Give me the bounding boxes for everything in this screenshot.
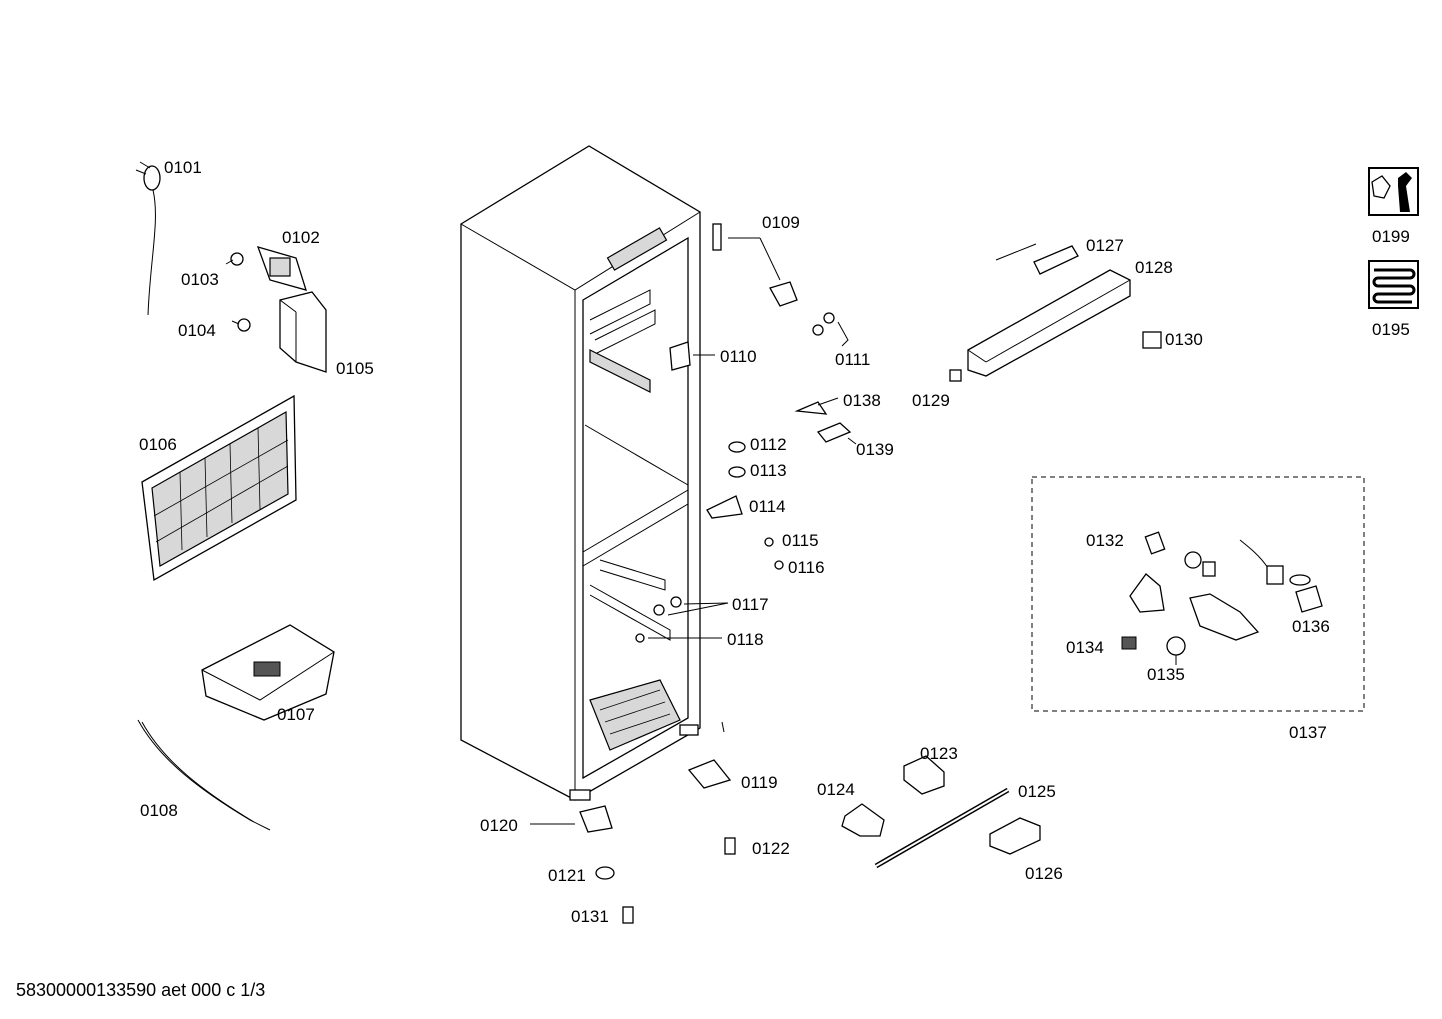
document-reference-footer: 58300000133590 aet 000 c 1/3: [16, 980, 266, 1000]
part-0120-foot-bracket: [530, 805, 613, 833]
part-0111-screws: [812, 312, 849, 347]
label-0122: 0122: [752, 839, 790, 858]
part-0108-cable-harness: [137, 719, 271, 831]
label-0135: 0135: [1147, 665, 1185, 684]
label-0123: 0123: [920, 744, 958, 763]
part-0112-washer: [728, 441, 746, 453]
part-0139-holder: [816, 422, 857, 445]
label-0113: 0113: [750, 461, 787, 480]
part-0119-foot-bracket: [687, 721, 732, 789]
part-0117-pins: [653, 596, 729, 616]
part-0128-door-handle: [967, 269, 1131, 377]
label-0120: 0120: [480, 816, 518, 835]
part-0113-washer: [728, 466, 746, 478]
label-0111: 0111: [835, 350, 870, 369]
part-0126-pad: [989, 817, 1041, 855]
part-0121-washer: [595, 866, 615, 880]
label-0101: 0101: [164, 158, 202, 177]
label-0199: 0199: [1372, 227, 1410, 246]
label-0138: 0138: [843, 391, 881, 410]
label-0104: 0104: [178, 321, 216, 340]
label-0103: 0103: [181, 270, 219, 289]
label-0116: 0116: [788, 558, 825, 577]
label-0195: 0195: [1372, 320, 1410, 339]
part-0129-cap: [949, 369, 962, 382]
label-0136: 0136: [1292, 617, 1330, 636]
part-0118-plug: [635, 633, 722, 643]
part-0105-cover: [279, 291, 327, 373]
label-0126: 0126: [1025, 864, 1063, 883]
label-0127: 0127: [1086, 236, 1124, 255]
label-0132: 0132: [1086, 531, 1124, 550]
label-0131: 0131: [571, 907, 609, 926]
part-0116-nut: [774, 560, 784, 570]
label-0125: 0125: [1018, 782, 1056, 801]
label-0139: 0139: [856, 440, 894, 459]
label-0115: 0115: [782, 531, 819, 550]
part-0102-terminal-box: [256, 246, 307, 291]
part-0124-bracket: [841, 803, 885, 837]
part-labels: 0101 0102 0103 0104 0105 0106 0107 0108 …: [139, 158, 1410, 926]
part-0131-adjustable-foot: [622, 906, 634, 924]
label-0118: 0118: [727, 630, 764, 649]
part-0109-pin: [712, 223, 781, 281]
part-0101-power-cord-plug: [135, 161, 161, 316]
label-0130: 0130: [1165, 330, 1203, 349]
part-0115-screw: [764, 537, 774, 547]
label-0107: 0107: [277, 705, 315, 724]
label-0102: 0102: [282, 228, 320, 247]
part-0104-screw: [231, 318, 251, 332]
heating-coil-icon: [1368, 260, 1419, 309]
label-0110: 0110: [720, 347, 757, 366]
label-0112: 0112: [750, 435, 787, 454]
part-0138-sensor-clip: [794, 397, 839, 415]
part-0114-hinge: [706, 495, 743, 519]
label-0134: 0134: [1066, 638, 1104, 657]
label-0108: 0108: [140, 801, 178, 820]
part-0125-rod: [874, 787, 1010, 869]
part-0137-light-assembly: [1031, 476, 1365, 712]
label-0128: 0128: [1135, 258, 1173, 277]
label-0117: 0117: [732, 595, 769, 614]
part-0130-clip: [1142, 331, 1162, 349]
part-0103-screw: [225, 252, 244, 266]
label-0114: 0114: [749, 497, 786, 516]
label-0106: 0106: [139, 435, 177, 454]
wrench-nut-icon: [1368, 167, 1419, 216]
part-0122-adjustable-foot: [724, 837, 736, 855]
part-0109-hinge-bracket: [769, 281, 798, 307]
part-0107-drip-tray: [201, 624, 335, 721]
label-0121: 0121: [548, 866, 586, 885]
part-0110-bracket: [669, 341, 715, 371]
label-0109: 0109: [762, 213, 800, 232]
part-0127-handle-end-cap: [995, 243, 1079, 275]
label-0119: 0119: [741, 773, 778, 792]
part-0106-condenser-grille: [141, 394, 297, 582]
label-0124: 0124: [817, 780, 855, 799]
label-0105: 0105: [336, 359, 374, 378]
fridge-cabinet: [460, 145, 701, 801]
label-0137: 0137: [1289, 723, 1327, 742]
label-0129: 0129: [912, 391, 950, 410]
part-0123-block: [903, 755, 945, 795]
